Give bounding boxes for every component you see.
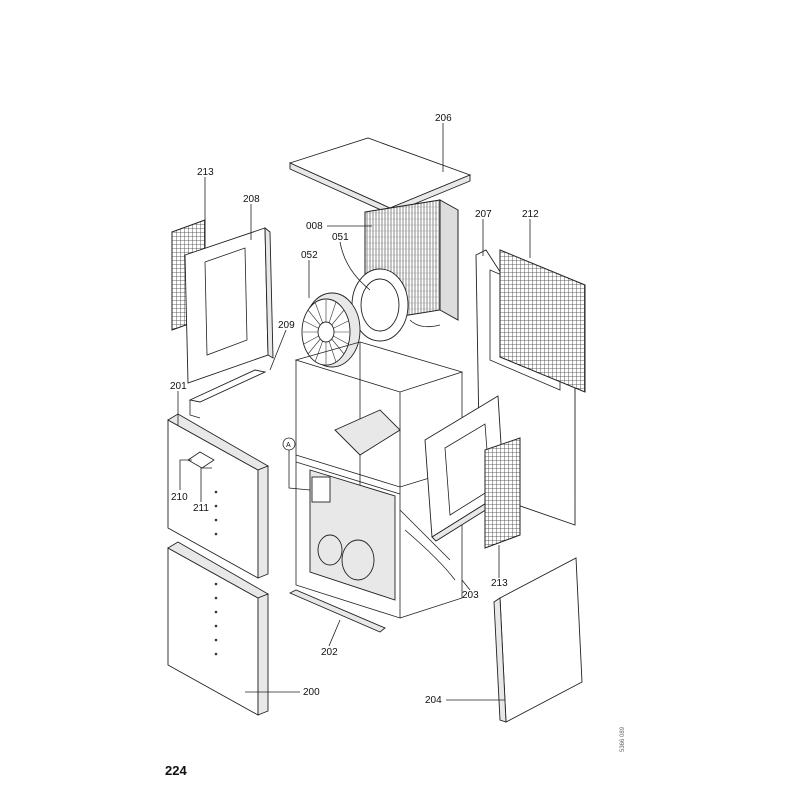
front-panel-201 [167, 413, 270, 579]
callout-213b: 213 [491, 578, 508, 589]
main-frame [294, 341, 464, 619]
callout-008: 008 [306, 221, 323, 232]
callout-206: 206 [435, 113, 452, 124]
callout-208: 208 [243, 194, 260, 205]
frame-panel-208 [184, 227, 274, 384]
front-panel-200 [167, 541, 270, 716]
callout-200: 200 [303, 687, 320, 698]
top-cover-206 [288, 137, 472, 215]
callout-052: 052 [301, 250, 318, 261]
callout-210: 210 [171, 492, 188, 503]
callout-circle-A [282, 437, 296, 451]
callout-051: 051 [332, 232, 349, 243]
page-number: 224 [165, 763, 187, 778]
base-rail-202 [288, 589, 386, 633]
panel-209 [188, 369, 267, 419]
callout-A: A [286, 442, 291, 449]
callout-213: 213 [197, 167, 214, 178]
callout-209: 209 [278, 320, 295, 331]
callout-204: 204 [425, 695, 442, 706]
callout-203: 203 [462, 590, 479, 601]
grille-213-right [484, 437, 521, 549]
leader-lines [177, 123, 531, 701]
document-code: 5366 089 [620, 726, 626, 752]
callout-207: 207 [475, 209, 492, 220]
callout-202: 202 [321, 647, 338, 658]
side-panel-204 [493, 557, 583, 723]
callout-211: 211 [193, 503, 209, 514]
callout-212: 212 [522, 209, 539, 220]
grille-212 [499, 249, 586, 393]
callout-201: 201 [170, 381, 187, 392]
